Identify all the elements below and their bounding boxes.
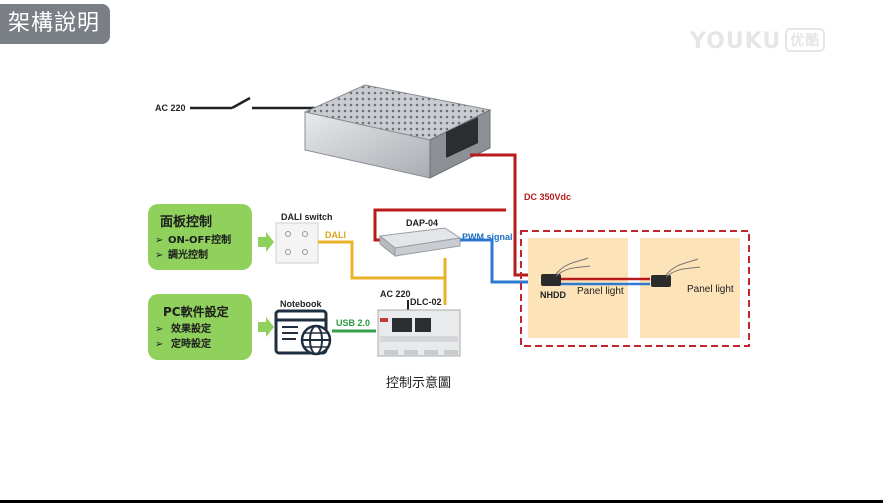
panel-box-item-1: ON-OFF控制 <box>168 233 231 246</box>
label-dap04: DAP-04 <box>406 218 438 228</box>
nhdd-driver-2 <box>651 258 701 287</box>
panel-box-item-2: 調光控制 <box>168 248 208 261</box>
watermark-brand: YOUKU <box>690 29 782 54</box>
pc-box-item-2: 定時設定 <box>171 337 211 350</box>
diagram-caption: 控制示意圖 <box>386 375 451 391</box>
label-notebook: Notebook <box>280 299 322 309</box>
panel-control-box: 面板控制 ➢ ON-OFF控制 ➢ 調光控制 <box>148 204 252 270</box>
label-nhdd: NHDD <box>540 290 566 300</box>
label-usb: USB 2.0 <box>336 318 370 328</box>
browser-globe-icon <box>274 309 332 356</box>
nhdd-driver-1 <box>541 257 591 286</box>
label-panel-light-2: Panel light <box>687 284 734 295</box>
label-dali: DALI <box>325 230 346 240</box>
label-dali-switch: DALI switch <box>281 212 333 222</box>
svg-text:➢: ➢ <box>155 235 163 246</box>
power-supply <box>303 84 492 179</box>
dc-wire-main <box>470 153 540 277</box>
pc-box-title: PC軟件設定 <box>163 304 229 319</box>
arrow-icon <box>258 232 274 252</box>
light-area-border <box>520 230 750 347</box>
svg-text:➢: ➢ <box>155 250 163 261</box>
pwm-wire <box>460 238 540 284</box>
label-ac220-dlc: AC 220 <box>380 289 411 299</box>
dali-wire <box>318 240 447 305</box>
switch-contact <box>231 96 251 110</box>
arrow-icon <box>258 317 274 337</box>
bottom-bar <box>0 500 883 503</box>
panel-light-2 <box>640 238 740 338</box>
slide-title: 架構說明 <box>0 4 110 44</box>
panel-box-title: 面板控制 <box>160 214 212 230</box>
svg-text:➢: ➢ <box>155 324 163 335</box>
dap04-device <box>378 227 462 258</box>
dali-switch-device <box>275 222 319 264</box>
label-dlc02: DLC-02 <box>410 297 442 307</box>
dlc02-device <box>377 309 461 357</box>
label-dc350: DC 350Vdc <box>524 192 571 202</box>
pc-box-item-1: 效果設定 <box>171 322 211 335</box>
label-ac220-top: AC 220 <box>155 103 186 113</box>
panel-light-1 <box>528 238 628 338</box>
label-pwm: PWM signal <box>462 232 513 242</box>
pc-software-box: PC軟件設定 ➢ 效果設定 ➢ 定時設定 <box>148 294 252 360</box>
label-panel-light-1: Panel light <box>577 286 624 297</box>
watermark-brand-cn: 优酷 <box>785 28 826 52</box>
svg-text:➢: ➢ <box>155 339 163 350</box>
